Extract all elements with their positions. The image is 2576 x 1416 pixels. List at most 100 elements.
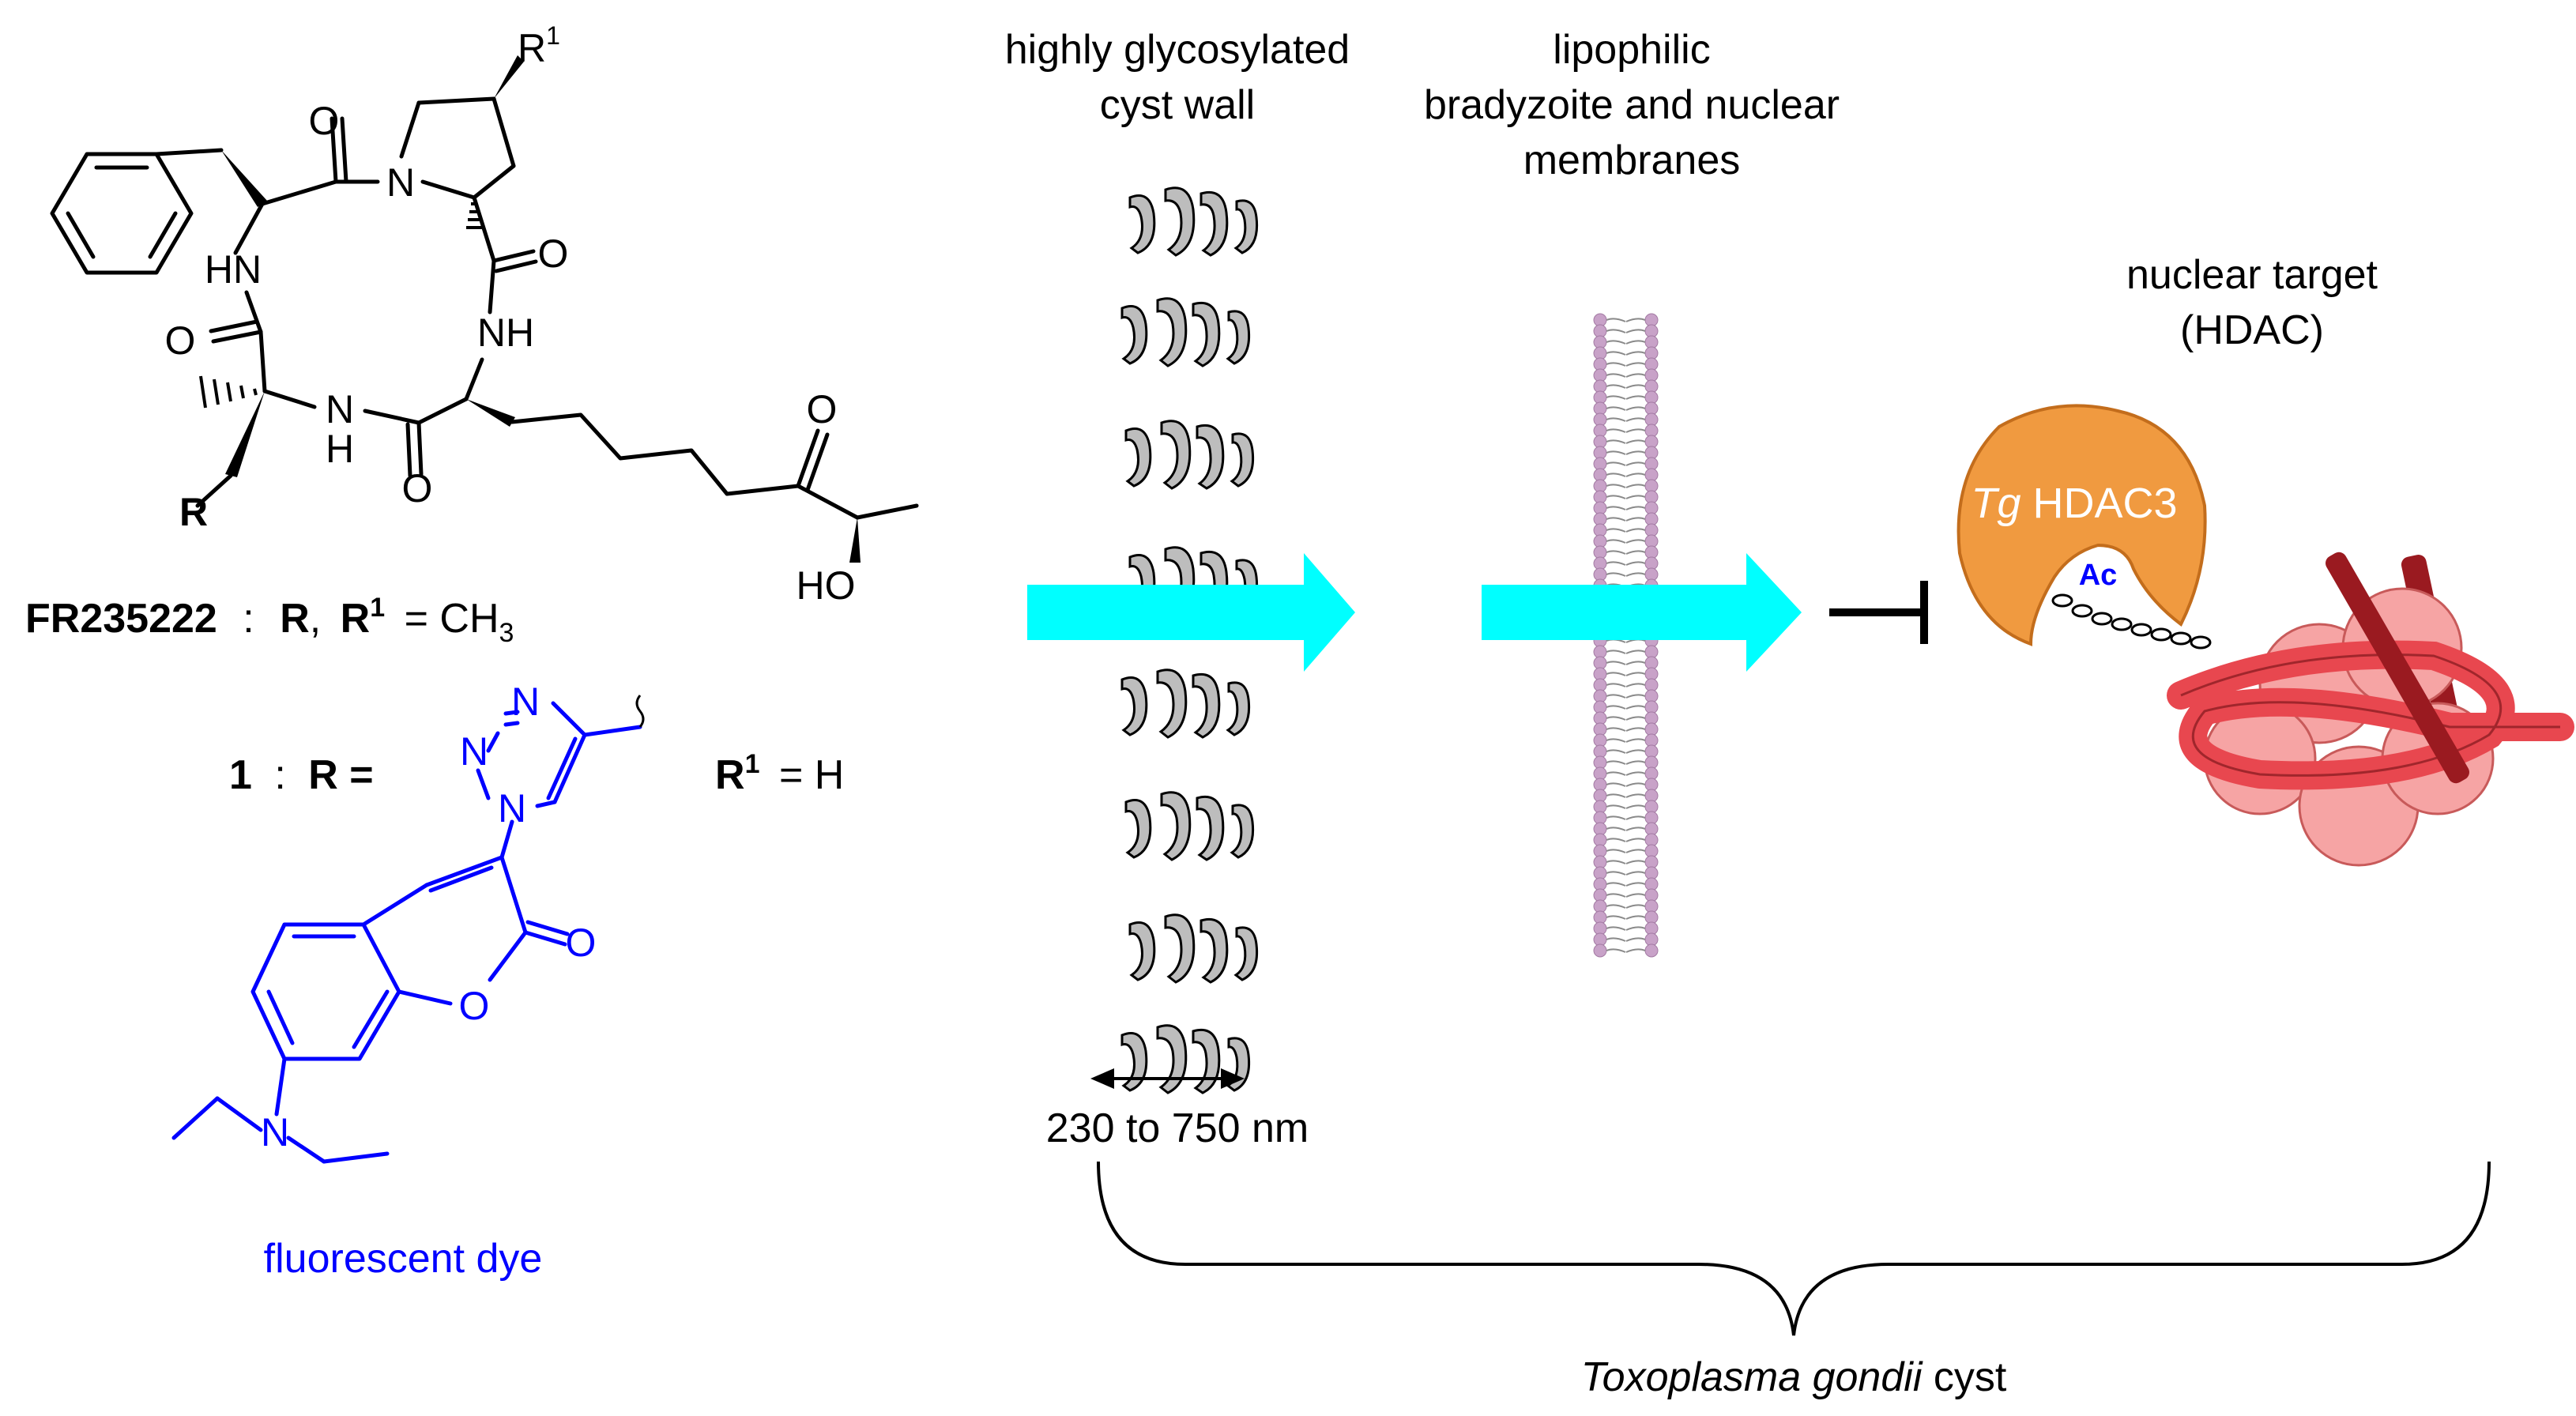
atom-r: R <box>179 490 208 534</box>
lipid-tail <box>1606 871 1626 876</box>
fr235222-structure: O N R1 O HN NH O N H O O HO R <box>50 21 919 608</box>
glyco-group <box>1120 297 1251 367</box>
atom-o-ketone: O <box>807 387 838 431</box>
lipid-tail <box>1606 329 1626 333</box>
cyst-label: Toxoplasma gondii cyst <box>1581 1354 2007 1400</box>
lipid-tail <box>1625 439 1646 444</box>
lipid-tail <box>1606 926 1626 931</box>
inhibition-symbol <box>1829 581 1928 644</box>
lipid-tail <box>1625 749 1646 754</box>
lipid-tail <box>1625 672 1646 676</box>
dye-atom-n-b: N <box>460 729 488 774</box>
target-title-1: nuclear target <box>2126 252 2378 298</box>
glyco-group <box>1120 668 1251 739</box>
lipid-tail <box>1606 473 1626 477</box>
lipid-tail <box>1625 473 1646 477</box>
lipid-tail <box>1606 782 1626 787</box>
benzene-ring <box>50 152 194 275</box>
lipid-tail <box>1625 450 1646 455</box>
target-title-2: (HDAC) <box>2180 307 2324 353</box>
hash-wedge-methyl <box>199 375 258 409</box>
lipid-tail <box>1625 804 1646 809</box>
lipid-tail <box>1625 539 1646 544</box>
membrane-title-2: bradyzoite and nuclear <box>1424 82 1840 128</box>
lipid-tail <box>1606 484 1626 488</box>
atom-h-bottom: H <box>326 427 354 471</box>
lipid-tail <box>1606 661 1626 665</box>
lipid-head <box>1593 943 1607 958</box>
enzyme-label: Tg HDAC3 <box>1971 480 2177 527</box>
glycocalyx-layer <box>1120 186 1259 1094</box>
lipid-tail <box>1625 506 1646 510</box>
lipid-tail <box>1625 340 1646 345</box>
lipid-tail <box>1625 849 1646 853</box>
lipid-tail <box>1625 860 1646 864</box>
lipid-tail <box>1606 506 1626 510</box>
atom-n-proline: N <box>386 160 415 205</box>
lipid-tail <box>1606 815 1626 820</box>
atom-o-top: O <box>309 99 340 143</box>
caption-fr235222: FR235222 : R, R1 = CH3 <box>25 580 514 648</box>
lipid-tail <box>1606 804 1626 809</box>
lipid-tail <box>1606 904 1626 909</box>
lipid-tail <box>1606 683 1626 687</box>
dna-outline <box>2180 653 2560 777</box>
lipid-tail <box>1606 351 1626 356</box>
lipid-tail <box>1606 528 1626 533</box>
lipid-tail <box>1606 417 1626 422</box>
lipid-tail <box>1606 495 1626 499</box>
lipid-tail <box>1625 417 1646 422</box>
lipid-tail <box>1625 461 1646 466</box>
lipid-tail <box>1606 893 1626 898</box>
lipid-tail <box>1606 948 1626 953</box>
acetyl-label: Ac <box>2079 559 2118 592</box>
lipid-tail <box>1606 915 1626 920</box>
caption-r1-h: R1 = H <box>715 736 844 798</box>
lipid-tail <box>1625 395 1646 400</box>
lipid-tail <box>1625 793 1646 798</box>
lipid-tail <box>1625 495 1646 499</box>
enzyme-body <box>1956 404 2207 646</box>
lipid-tail <box>1606 318 1626 322</box>
lipid-tail <box>1606 749 1626 754</box>
lipid-tail <box>1625 782 1646 787</box>
arrow-through-cyst-wall <box>1027 553 1355 672</box>
lipid-tail <box>1625 926 1646 931</box>
lipid-tail <box>1625 384 1646 389</box>
membrane-title-3: membranes <box>1523 137 1741 183</box>
lipid-tail <box>1625 650 1646 654</box>
glyco-group <box>1128 186 1259 257</box>
membrane-title-1: lipophilic <box>1553 27 1710 73</box>
cyst-wall-title-1: highly glycosylated <box>1005 27 1350 73</box>
lipid-tail <box>1606 793 1626 798</box>
lipid-tail <box>1625 705 1646 710</box>
lipid-tail <box>1625 815 1646 820</box>
lipid-head <box>1644 943 1659 958</box>
lipid-tail <box>1625 683 1646 687</box>
lipid-tail <box>1606 838 1626 842</box>
lipid-tail <box>1606 827 1626 831</box>
lipid-tail <box>1606 672 1626 676</box>
glyco-group <box>1124 420 1255 490</box>
lipid-tail <box>1625 915 1646 920</box>
lipid-tail <box>1606 937 1626 942</box>
atom-nh-right: NH <box>477 311 534 355</box>
nucleosome <box>2167 552 2574 867</box>
dye-label: fluorescent dye <box>264 1236 543 1282</box>
lipid-tail <box>1625 373 1646 378</box>
lipid-tail <box>1606 362 1626 367</box>
lipid-tail <box>1625 329 1646 333</box>
atom-n-bottom: N <box>326 387 354 431</box>
lipid-tail <box>1606 461 1626 466</box>
caption-compound-1: 1 : R = <box>229 752 374 798</box>
lipid-tail <box>1625 318 1646 322</box>
lipid-tail <box>1606 849 1626 853</box>
lipid-tail <box>1606 539 1626 544</box>
atom-o-left: O <box>165 318 196 363</box>
lipid-tail <box>1625 406 1646 411</box>
lipid-tail <box>1606 517 1626 522</box>
lipid-tail <box>1606 395 1626 400</box>
lipid-tail <box>1625 550 1646 555</box>
lipid-tail <box>1606 450 1626 455</box>
lipid-tail <box>1625 738 1646 743</box>
